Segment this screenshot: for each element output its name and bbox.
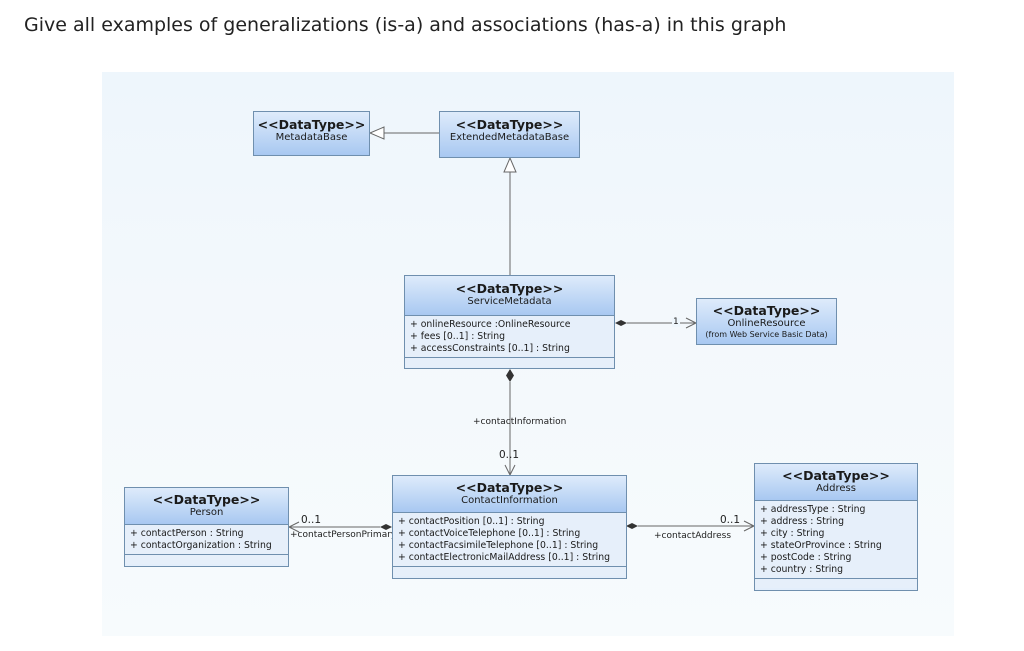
class-header: <<DataType>> OnlineResource (from Web Se… <box>697 299 836 344</box>
class-operations <box>393 566 626 576</box>
class-person: <<DataType>> Person + contactPerson : St… <box>124 487 289 567</box>
class-name: MetadataBase <box>275 132 348 143</box>
composition-diamond <box>626 523 638 529</box>
attribute: + fees [0..1] : String <box>410 331 506 342</box>
generalization-arrowhead <box>368 126 385 140</box>
class-header: <<DataType>> Person <box>125 488 288 524</box>
class-stereotype: <<DataType>> <box>257 117 366 132</box>
attribute: + addressType : String <box>760 504 866 515</box>
class-note: (from Web Service Basic Data) <box>705 330 828 339</box>
class-header: <<DataType>> ServiceMetadata <box>405 276 614 315</box>
person-role-label: +contactPersonPrimary <box>290 530 397 540</box>
attribute: + contactFacsimileTelephone [0..1] : Str… <box>398 540 599 551</box>
class-operations <box>125 554 288 564</box>
class-stereotype: <<DataType>> <box>152 492 261 507</box>
class-metadata-base: <<DataType>> MetadataBase <box>253 111 370 156</box>
attribute: + stateOrProvince : String <box>760 540 882 551</box>
class-stereotype: <<DataType>> <box>455 281 564 296</box>
address-role-label: +contactAddress <box>654 531 732 541</box>
attribute: + country : String <box>760 564 844 575</box>
class-online-resource: <<DataType>> OnlineResource (from Web Se… <box>696 298 837 345</box>
contact-information-multiplicity: 0..1 <box>499 449 520 461</box>
contact-information-role-label: +contactInformation <box>473 417 567 427</box>
attribute: + address : String <box>760 516 845 527</box>
address-multiplicity: 0..1 <box>720 514 741 526</box>
class-header: <<DataType>> Address <box>755 464 917 500</box>
attribute: + contactPosition [0..1] : String <box>398 516 545 527</box>
class-extended-metadata-base: <<DataType>> ExtendedMetadataBase <box>439 111 580 158</box>
class-header: <<DataType>> ExtendedMetadataBase <box>440 112 579 157</box>
composition-diamond <box>380 524 392 530</box>
class-attributes: + onlineResource :OnlineResource + fees … <box>405 315 614 357</box>
person-multiplicity: 0..1 <box>301 514 322 526</box>
class-header: <<DataType>> ContactInformation <box>393 476 626 512</box>
attribute: + city : String <box>760 528 825 539</box>
class-stereotype: <<DataType>> <box>782 468 890 483</box>
attribute: + contactOrganization : String <box>130 540 272 551</box>
attribute: + contactElectronicMailAddress [0..1] : … <box>398 552 611 563</box>
attribute: + onlineResource :OnlineResource <box>410 319 571 330</box>
attribute: + contactVoiceTelephone [0..1] : String <box>398 528 581 539</box>
class-name: OnlineResource <box>727 318 806 329</box>
class-contact-information: <<DataType>> ContactInformation + contac… <box>392 475 627 579</box>
navigability-arrow <box>287 521 300 533</box>
attribute: + accessConstraints [0..1] : String <box>410 343 570 354</box>
class-attributes: + contactPerson : String + contactOrgani… <box>125 524 288 554</box>
online-resource-multiplicity: 1 <box>672 317 680 327</box>
class-service-metadata: <<DataType>> ServiceMetadata + onlineRes… <box>404 275 615 369</box>
composition-diamond <box>506 369 514 382</box>
class-name: ExtendedMetadataBase <box>449 132 570 143</box>
class-operations <box>405 357 614 367</box>
class-stereotype: <<DataType>> <box>455 117 564 132</box>
attribute: + postCode : String <box>760 552 852 563</box>
class-address: <<DataType>> Address + addressType : Str… <box>754 463 918 591</box>
class-name: ServiceMetadata <box>467 296 552 307</box>
attribute: + contactPerson : String <box>130 528 244 539</box>
class-name: ContactInformation <box>461 495 558 506</box>
class-header: <<DataType>> MetadataBase <box>254 112 369 155</box>
class-operations <box>755 578 917 588</box>
question-text: Give all examples of generalizations (is… <box>24 14 787 36</box>
class-stereotype: <<DataType>> <box>455 480 564 495</box>
class-name: Address <box>816 483 856 494</box>
class-name: Person <box>189 507 224 518</box>
class-attributes: + addressType : String + address : Strin… <box>755 500 917 578</box>
class-attributes: + contactPosition [0..1] : String + cont… <box>393 512 626 566</box>
generalization-arrowhead <box>503 156 517 173</box>
class-stereotype: <<DataType>> <box>712 303 821 318</box>
composition-diamond <box>615 320 627 326</box>
